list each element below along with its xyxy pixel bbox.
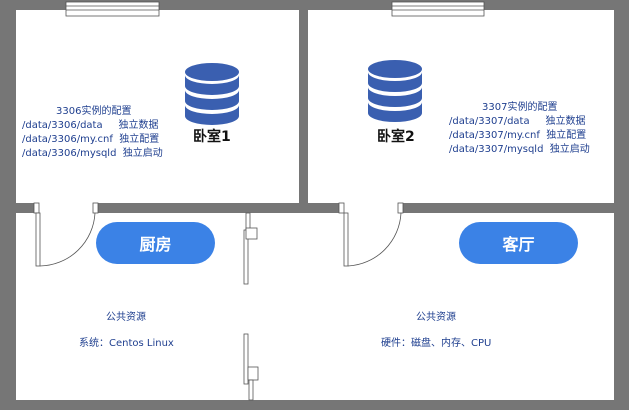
bedroom1-config-data: /data/3306/data 独立数据 — [22, 120, 159, 131]
bedroom2-config-mysqld: /data/3307/mysqld 独立启动 — [449, 144, 590, 155]
kitchen-detail: 系统：Centos Linux — [79, 338, 174, 349]
door-icon — [33, 202, 99, 267]
window-icon — [391, 1, 485, 17]
wall-bedroom-partition — [299, 10, 308, 210]
bedroom1-config-cnf: /data/3306/my.cnf 独立配置 — [22, 134, 160, 145]
living-room-heading: 公共资源 — [416, 312, 456, 323]
bedroom1-config-heading: 3306实例的配置 — [56, 106, 132, 117]
wall-top — [0, 0, 629, 10]
bedroom1-config-mysqld: /data/3306/mysqld 独立启动 — [22, 148, 163, 159]
bedroom1-config: 3306实例的配置 /data/3306/data 独立数据 /data/330… — [22, 105, 163, 161]
bedroom2-title: 卧室2 — [377, 129, 415, 145]
sliding-door-top — [243, 212, 258, 285]
wall-middle-segment-3 — [400, 203, 614, 213]
bedroom2-config-cnf: /data/3307/my.cnf 独立配置 — [449, 130, 587, 141]
kitchen-label: 厨房 — [96, 222, 215, 264]
kitchen-heading: 公共资源 — [106, 312, 146, 323]
wall-middle-segment-1 — [16, 203, 36, 213]
wall-left — [0, 0, 16, 410]
living-room-detail: 硬件：磁盘、内存、CPU — [381, 338, 492, 349]
wall-middle-segment-2 — [95, 203, 341, 213]
wall-bottom — [0, 400, 629, 410]
door-icon — [338, 202, 404, 267]
living-room-label: 客厅 — [459, 222, 578, 264]
database-icon — [368, 60, 422, 122]
bedroom2-config-heading: 3307实例的配置 — [482, 102, 558, 113]
bedroom1-title: 卧室1 — [193, 129, 231, 145]
bedroom2-config: 3307实例的配置 /data/3307/data 独立数据 /data/330… — [449, 101, 590, 157]
bedroom2-config-data: /data/3307/data 独立数据 — [449, 116, 586, 127]
wall-right — [614, 0, 629, 410]
database-icon — [185, 63, 239, 125]
window-icon — [65, 1, 160, 17]
sliding-door-bottom — [243, 333, 259, 401]
